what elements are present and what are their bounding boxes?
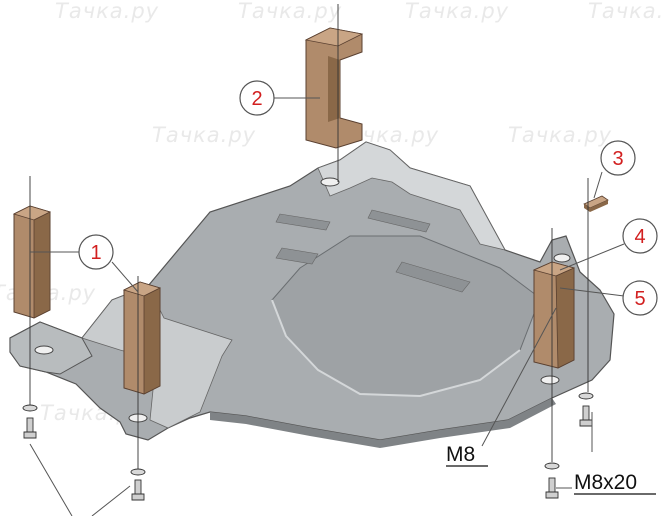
callout-3: 3 [600,140,636,176]
washers [22,392,594,476]
callout-number: 2 [251,88,262,110]
hardware-label-m8x20: M8x20 [574,471,637,494]
skid-plate-slot [395,261,471,293]
label-m8x20: M8x20 [574,471,656,495]
bolt-axis-lines [29,4,589,470]
callout-1: 1 [78,234,114,270]
bolt [23,417,37,439]
label-m8: M8 [446,443,488,467]
washer [544,462,560,470]
skid-plate-rib-top [317,141,506,251]
watermark: Тачка.ру [405,0,509,23]
callout-5: 5 [622,280,658,316]
hardware-label-m8: M8 [446,443,475,466]
callout-number: 1 [90,242,101,264]
skid-plate-recess-edge [271,299,521,398]
mounting-hole [34,345,54,355]
watermark: Тачка.ру [55,0,159,23]
callout-4: 4 [622,218,658,254]
bolt [131,479,145,501]
skid-plate [9,141,615,448]
leader-lines [29,97,625,516]
washer [22,404,38,412]
skid-plate-slot [367,209,431,233]
mounting-hole [320,177,340,187]
watermark: Тачка.ру [152,123,256,147]
bracket-1-left [12,205,52,319]
skid-plate-edge-shadow [210,398,556,448]
watermark: Тачка.ру [238,0,342,23]
mounting-hole [540,375,560,385]
bolt [579,405,593,427]
callout-number: 4 [634,226,645,248]
skid-plate-slot [275,213,331,231]
mounting-hole [553,253,571,263]
skid-plate-slot [275,247,319,265]
bracket-2 [304,27,364,149]
bolt [545,477,559,499]
washer [130,468,146,476]
callout-2: 2 [239,80,275,116]
callout-number: 5 [634,288,645,310]
washer [578,392,594,400]
watermark: Тачка.ру [508,123,612,147]
callout-number: 3 [612,148,623,170]
watermark: Тачка.ру [588,0,664,23]
bolts [23,405,593,501]
bracket-4-5 [532,261,576,369]
bracket-1-right [122,281,162,395]
